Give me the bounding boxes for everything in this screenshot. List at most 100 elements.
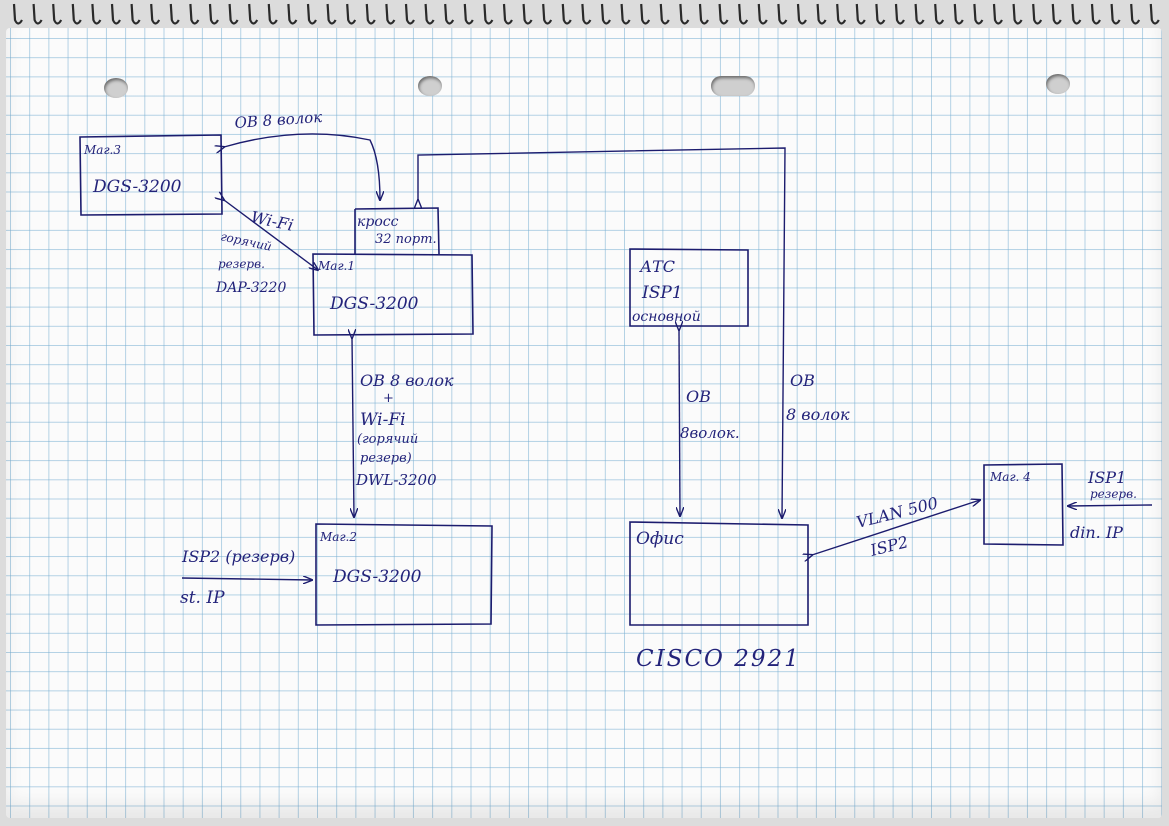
spiral-coil xyxy=(522,3,533,25)
mag1-mag2-line2: + xyxy=(383,391,394,406)
punch-hole xyxy=(711,76,755,96)
mag2-title: Маг.2 xyxy=(319,530,357,544)
spiral-coil xyxy=(150,3,161,25)
wifi-mag3-line4: DAP-3220 xyxy=(215,280,286,296)
spiral-coil xyxy=(894,3,905,25)
cross-title: кросс xyxy=(357,214,399,230)
spiral-coil xyxy=(483,3,494,25)
spiral-coil xyxy=(32,3,43,25)
mag1-mag2-line1: ОВ 8 волок xyxy=(360,371,454,390)
punch-hole xyxy=(1046,74,1070,94)
fiber-mag3-cross xyxy=(224,133,380,200)
spiral-coil xyxy=(12,3,23,25)
isp1-input-line xyxy=(1068,505,1153,506)
vlan-isp-label: ISP2 xyxy=(867,532,910,560)
spiral-binding xyxy=(12,3,1160,25)
spiral-coil xyxy=(855,3,866,25)
spiral-coil xyxy=(1130,3,1141,25)
punch-hole xyxy=(104,78,128,98)
spiral-coil xyxy=(777,3,788,25)
spiral-coil xyxy=(189,3,200,25)
spiral-coil xyxy=(228,3,239,25)
spiral-coil xyxy=(757,3,768,25)
wifi-mag3-line2: горячий xyxy=(219,229,273,253)
spiral-coil xyxy=(110,3,121,25)
mag2-box xyxy=(315,523,493,626)
vlan-office-mag4 xyxy=(812,500,980,555)
vlan-label: VLAN 500 xyxy=(854,493,939,532)
spiral-coil xyxy=(1012,3,1023,25)
fiber-top-label: ОВ 8 волок xyxy=(234,108,323,132)
spiral-coil xyxy=(385,3,396,25)
fiber-atc-office xyxy=(679,330,680,516)
spiral-coil xyxy=(659,3,670,25)
cross-office-line1: ОВ xyxy=(790,371,815,390)
spiral-coil xyxy=(248,3,259,25)
punch-hole xyxy=(418,76,442,96)
spiral-coil xyxy=(346,3,357,25)
isp2-in-ip: st. IP xyxy=(180,588,225,608)
isp2-in-label: ISP2 (резерв) xyxy=(181,547,295,566)
cross-ports: 32 порт. xyxy=(375,232,437,247)
spiral-coil xyxy=(561,3,572,25)
spiral-coil xyxy=(1071,3,1082,25)
spiral-coil xyxy=(463,3,474,25)
wifi-mag3-mag1 xyxy=(224,200,318,270)
spiral-coil xyxy=(934,3,945,25)
atc-isp: ISP1 xyxy=(641,283,683,303)
spiral-coil xyxy=(444,3,455,25)
spiral-coil xyxy=(130,3,141,25)
spiral-coil xyxy=(208,3,219,25)
spiral-coil xyxy=(600,3,611,25)
spiral-coil xyxy=(581,3,592,25)
office-router: CISCO 2921 xyxy=(636,646,801,672)
wifi-mag3-line1: Wi-Fi xyxy=(249,207,295,235)
spiral-coil xyxy=(914,3,925,25)
spiral-coil xyxy=(424,3,435,25)
spiral-coil xyxy=(620,3,631,25)
spiral-coil xyxy=(953,3,964,25)
mag3-title: Маг.3 xyxy=(83,143,121,157)
atc-title: АТС xyxy=(639,257,675,276)
atc-kind: основной xyxy=(632,309,701,325)
spiral-coil xyxy=(738,3,749,25)
spiral-coil xyxy=(718,3,729,25)
wifi-mag3-line3: резерв. xyxy=(218,257,265,271)
spiral-coil xyxy=(169,3,180,25)
spiral-coil xyxy=(875,3,886,25)
spiral-coil xyxy=(640,3,651,25)
spiral-coil xyxy=(796,3,807,25)
link-mag1-mag2 xyxy=(352,338,354,517)
spiral-coil xyxy=(267,3,278,25)
spiral-coil xyxy=(502,3,513,25)
mag1-mag2-line4: (горячий xyxy=(357,432,418,447)
cross-office-line2: 8 волок xyxy=(786,405,850,424)
spiral-coil xyxy=(973,3,984,25)
spiral-coil xyxy=(1051,3,1062,25)
mag1-title: Маг.1 xyxy=(317,259,355,273)
spiral-coil xyxy=(306,3,317,25)
office-title: Офис xyxy=(636,529,684,549)
isp2-input-line xyxy=(181,578,312,580)
spiral-coil xyxy=(52,3,63,25)
fiber-cross-office xyxy=(418,147,785,518)
spiral-coil xyxy=(71,3,82,25)
spiral-coil xyxy=(1032,3,1043,25)
spiral-coil xyxy=(91,3,102,25)
mag4-box xyxy=(983,463,1064,546)
spiral-coil xyxy=(1149,3,1160,25)
spiral-coil xyxy=(816,3,827,25)
mag1-mag2-line6: DWL-3200 xyxy=(355,471,437,489)
isp1-in-label: ISP1 xyxy=(1087,468,1126,487)
spiral-coil xyxy=(326,3,337,25)
spiral-coil xyxy=(1110,3,1121,25)
atc-office-line2: 8волок. xyxy=(680,424,740,442)
isp1-in-reserve: резерв. xyxy=(1090,487,1137,501)
mag1-model: DGS-3200 xyxy=(329,294,419,314)
spiral-coil xyxy=(698,3,709,25)
office-box xyxy=(629,521,809,626)
mag2-model: DGS-3200 xyxy=(332,567,422,587)
spiral-coil xyxy=(836,3,847,25)
